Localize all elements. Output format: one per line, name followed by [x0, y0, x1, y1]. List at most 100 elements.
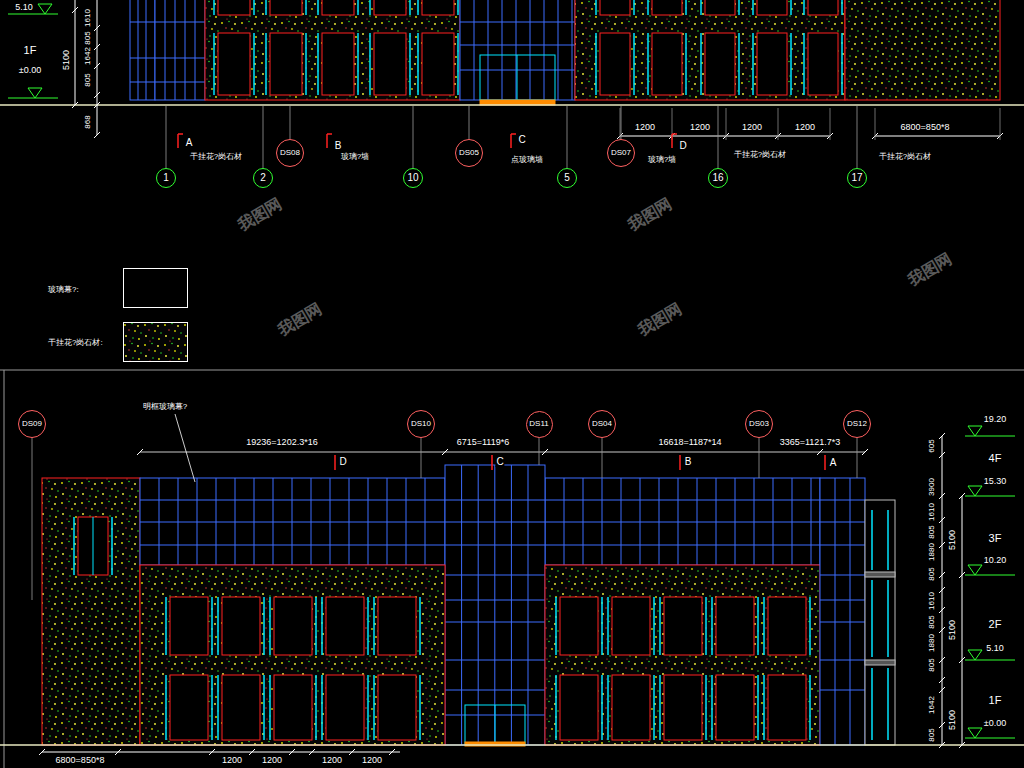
curtain-transom: [820, 660, 865, 661]
curtain-mullion: [850, 478, 851, 745]
level-mark: [38, 4, 52, 14]
extension-line: [726, 108, 727, 140]
section-mark: [510, 134, 512, 148]
curtain-mullion: [530, 0, 531, 100]
dimension-tick: [862, 449, 868, 455]
window-mullion: [269, 675, 271, 740]
window-mullion: [685, 0, 687, 15]
dimension: 1610: [928, 591, 936, 611]
window-mullion: [317, 33, 319, 95]
curtain-mullion: [511, 465, 512, 745]
window-mullion: [357, 33, 359, 95]
window-frame: [716, 675, 754, 740]
window-mullion: [457, 0, 459, 15]
legend-sample-rect: [124, 269, 188, 308]
curtain-transom: [460, 45, 575, 46]
grid-bubble: DS12: [843, 410, 871, 438]
axis-number: 5: [564, 173, 570, 183]
level-line: [965, 496, 1015, 497]
legend-sample-rect: [124, 323, 188, 362]
axis-number: 16: [712, 173, 723, 183]
curtain-mullion: [528, 465, 529, 745]
window-frame: [322, 0, 354, 15]
dimension-tick: [72, 102, 78, 108]
curtain-mullion: [165, 0, 166, 100]
dimension: 1642: [928, 695, 936, 715]
window-frame: [270, 33, 302, 95]
dimension-tick: [817, 449, 823, 455]
dimension: 3900: [928, 477, 936, 497]
curtain-mullion: [544, 0, 545, 100]
window-frame: [378, 597, 416, 655]
dimension: 3365=1121.7*3: [779, 438, 842, 447]
dimension-tick: [289, 749, 295, 755]
curtain-transom: [545, 522, 820, 523]
window-frame: [78, 517, 108, 575]
material-note: 玻璃?墙: [340, 153, 370, 161]
window-mullion: [738, 33, 740, 95]
section-mark: [327, 133, 332, 135]
window-mullion: [803, 0, 805, 15]
curtain-transom: [445, 522, 545, 523]
dimension-tick: [94, 25, 100, 31]
dimension-line: [962, 496, 963, 745]
stone-cladding: [140, 565, 445, 745]
entrance-door: [465, 705, 525, 745]
window-mullion: [111, 517, 113, 575]
dimension-tick: [959, 572, 965, 578]
curtain-mullion: [478, 465, 479, 745]
entrance-door: [480, 55, 555, 100]
window-mullion: [809, 597, 811, 655]
window-frame: [560, 597, 598, 655]
floor-name: 1F: [23, 45, 38, 56]
dimension: 1610: [84, 8, 92, 28]
stone-cladding: [205, 0, 460, 100]
window-frame: [374, 33, 406, 95]
window-mullion: [217, 675, 219, 740]
window-frame: [218, 0, 250, 15]
material-note: 干挂花?岗石材: [189, 153, 243, 161]
watermark: 我图网: [904, 251, 955, 290]
dimension-tick: [939, 677, 945, 683]
stone-cladding: [845, 0, 1000, 100]
grid-bubble: DS08: [276, 139, 304, 167]
window-frame: [664, 597, 702, 655]
window-mullion: [607, 597, 609, 655]
dimension: 6800=850*8: [55, 756, 106, 765]
curtain-transom: [130, 82, 155, 83]
extension-line: [875, 108, 876, 140]
level-value: 15.30: [983, 477, 1008, 486]
section-letter: D: [338, 457, 347, 467]
section-mark: [334, 455, 336, 470]
dimension-tick: [115, 749, 121, 755]
dimension: 805: [84, 72, 92, 87]
dimension: 1200: [361, 756, 383, 765]
extension-line: [778, 108, 779, 140]
curtain-transom: [155, 58, 205, 59]
balcony-post: [871, 580, 873, 657]
dimension: 1200: [741, 123, 763, 132]
dimension: 868: [84, 114, 92, 129]
stone-cladding: [575, 0, 845, 100]
section-mark: [491, 455, 493, 470]
section-letter: B: [334, 141, 343, 151]
curtain-mullion: [185, 0, 186, 100]
grid-bubble: 2: [253, 168, 273, 188]
curtain-transom: [445, 545, 545, 546]
legend-swatch: [123, 268, 188, 308]
window-mullion: [790, 0, 792, 15]
grid-bubble: DS09: [18, 410, 46, 438]
dimension: 1200: [321, 756, 343, 765]
floor-name: 2F: [988, 619, 1003, 630]
window-frame: [326, 675, 364, 740]
dimension-tick: [94, 132, 100, 138]
window-frame: [378, 675, 416, 740]
window-mullion: [711, 675, 713, 740]
window-mullion: [419, 675, 421, 740]
axis-number: 1: [163, 173, 169, 183]
dimension: 5100: [948, 619, 957, 641]
curtain-transom: [140, 500, 445, 501]
material-note: 明框玻璃幕?: [142, 403, 188, 411]
window-frame: [757, 33, 787, 95]
